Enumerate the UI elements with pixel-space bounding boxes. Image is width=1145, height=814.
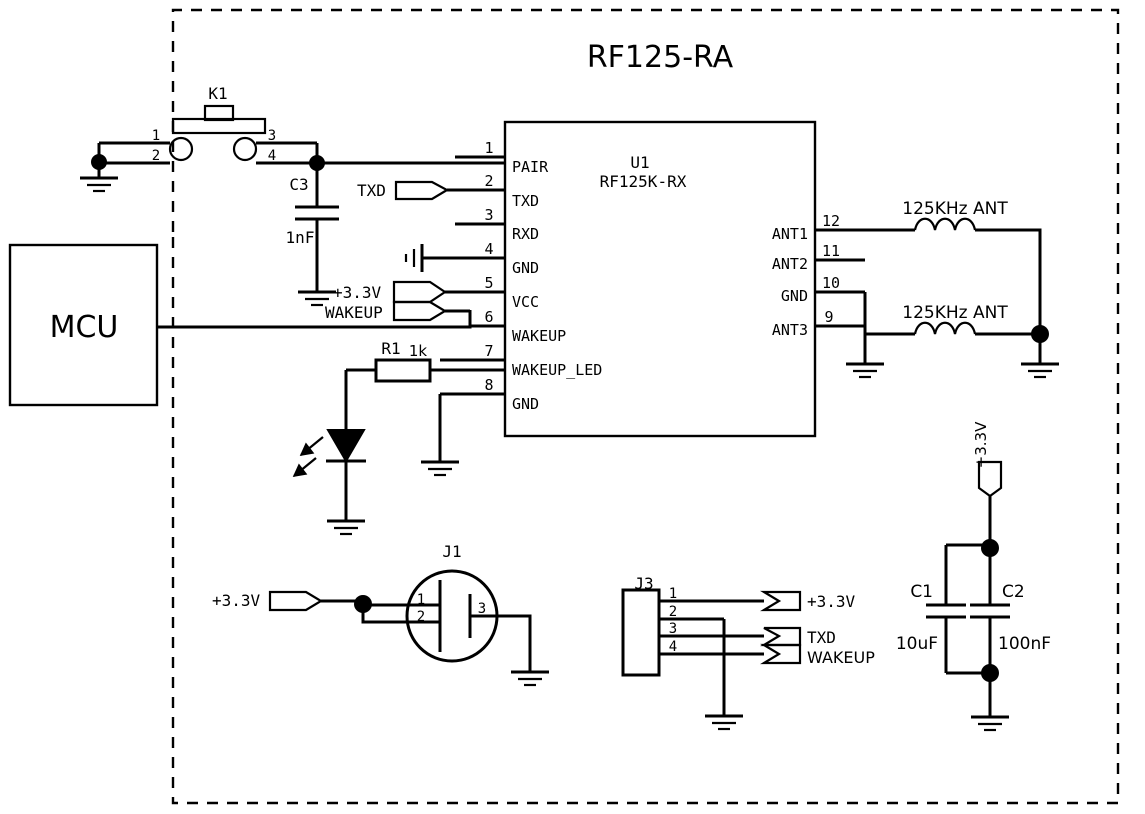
vcc-net-label-j1: +3.3V [212, 591, 261, 610]
junction-j1-vcc [354, 595, 372, 613]
j1-pin-1-number: 1 [417, 592, 425, 608]
ant-top-coil [913, 217, 977, 231]
u1-pin-12-name: ANT1 [772, 225, 808, 243]
ground-symbol-ant [1021, 362, 1059, 379]
k1-contact-left [168, 136, 194, 162]
u1-pin-1-number: 1 [484, 139, 493, 157]
wire-j1-gnd [497, 614, 532, 672]
j3-pin1-net-label: +3.3V [807, 592, 856, 611]
ground-symbol-j1 [511, 670, 549, 687]
j3-pin-1-number: 1 [669, 586, 677, 602]
j3-pin3-net-label: TXD [807, 628, 836, 647]
c3-value: 1nF [286, 228, 315, 247]
ground-symbol-c3 [298, 290, 336, 307]
wire-ant-top-right [975, 228, 1042, 334]
u1-pin-2-name: TXD [512, 192, 539, 210]
led-triangle [326, 429, 366, 463]
u1-pin-4-name: GND [512, 259, 539, 277]
r1-value: 1k [409, 342, 428, 360]
u1-pin-3-number: 3 [484, 206, 493, 224]
u1-pin-9-name: ANT3 [772, 321, 808, 339]
u1-pin-1-name: PAIR [512, 158, 549, 176]
wire-mcu-wakeup [157, 310, 472, 329]
u1-pin-6-name: WAKEUP [512, 327, 566, 345]
ground-symbol-caps [971, 715, 1009, 732]
c1-value: 10uF [896, 634, 938, 654]
module-boundary-dashed [171, 8, 1120, 805]
vcc-flag-icon-j1 [268, 590, 324, 612]
vcc-net-label-c: +3.3V [972, 421, 990, 468]
u1-pin-4-number: 4 [484, 240, 493, 258]
mcu-block [8, 243, 159, 407]
txd-flag-icon [394, 180, 450, 201]
u1-part-number: RF125K-RX [600, 172, 687, 191]
ant-top-label: 125KHz ANT [902, 199, 1008, 219]
u1-pin-8-name: GND [512, 395, 539, 413]
j3-vcc-flag-icon [760, 590, 802, 612]
u1-pin-9-number: 9 [824, 308, 833, 326]
vcc-flag-icon-c [977, 460, 1003, 498]
j1-ref: J1 [442, 542, 461, 561]
wakeup-flag-icon-u1 [392, 300, 448, 322]
u1-pin-6-number: 6 [484, 308, 493, 326]
j3-pin-2-number: 2 [669, 604, 677, 620]
c2-value: 100nF [998, 634, 1051, 654]
ground-symbol-u1-pin8 [421, 460, 459, 477]
j3-body [621, 588, 661, 677]
r1-ref: R1 [381, 339, 400, 358]
k1-contact-right [232, 136, 258, 162]
ant-bottom-coil [913, 321, 977, 335]
c3-ref: C3 [289, 175, 308, 194]
u1-pin-5-name: VCC [512, 293, 539, 311]
led-arrow-head-2 [292, 463, 308, 477]
j1-pin-2-number: 2 [417, 609, 425, 625]
u1-block [503, 120, 817, 438]
j3-pin-3-number: 3 [669, 621, 677, 637]
u1-ref: U1 [630, 153, 649, 172]
j3-ref: J3 [634, 574, 653, 593]
u1-pin-12-number: 12 [822, 212, 840, 230]
u1-right-pins: 12 ANT1 11 ANT2 10 GND 9 ANT3 [772, 212, 865, 339]
j3-txd-flag-icon [760, 626, 802, 647]
u1-pin-7-number: 7 [484, 342, 493, 360]
ground-symbol-u1-pin10 [846, 362, 884, 379]
k1-pin-3-number: 3 [268, 128, 276, 144]
ground-symbol-j3 [705, 714, 743, 731]
j1-pin-3-number: 3 [478, 601, 486, 617]
led-arrow-head-1 [299, 442, 315, 456]
c1-ref: C1 [910, 582, 933, 602]
ground-symbol-u1-pin4 [404, 244, 505, 272]
j3-wakeup-flag-icon [760, 643, 802, 665]
vcc-flag-icon-u1 [392, 280, 447, 304]
u1-pin-11-name: ANT2 [772, 255, 808, 273]
r1-body [374, 358, 432, 383]
u1-pin-10-number: 10 [822, 274, 840, 292]
u1-pin-11-number: 11 [822, 242, 840, 260]
j3-pin-4-number: 4 [669, 639, 677, 655]
page-title: RF125-RA [587, 40, 734, 75]
k1-pin-1-number: 1 [152, 128, 160, 144]
ground-symbol-led [327, 519, 365, 536]
ground-symbol-k1 [80, 162, 118, 193]
k1-pin-2-number: 2 [152, 148, 160, 164]
u1-pin-3-name: RXD [512, 225, 539, 243]
u1-pin-7-name: WAKEUP_LED [512, 361, 602, 379]
k1-ref: K1 [208, 84, 227, 103]
u1-pin-2-number: 2 [484, 172, 493, 190]
ant-bottom-label: 125KHz ANT [902, 303, 1008, 323]
u1-pin-5-number: 5 [484, 274, 493, 292]
u1-pin-8-number: 8 [484, 376, 493, 394]
u1-pin-10-name: GND [781, 287, 808, 305]
k1-pin-4-number: 4 [268, 148, 276, 164]
txd-net-label: TXD [357, 181, 386, 200]
c2-ref: C2 [1002, 582, 1025, 602]
wakeup-net-label-u1: WAKEUP [325, 303, 383, 322]
k1-bar [171, 117, 267, 135]
vcc-net-label-u1: +3.3V [333, 283, 382, 302]
mcu-label: MCU [50, 310, 119, 345]
j3-pin4-net-label: WAKEUP [807, 648, 875, 667]
led-emission-arrows [292, 436, 324, 477]
